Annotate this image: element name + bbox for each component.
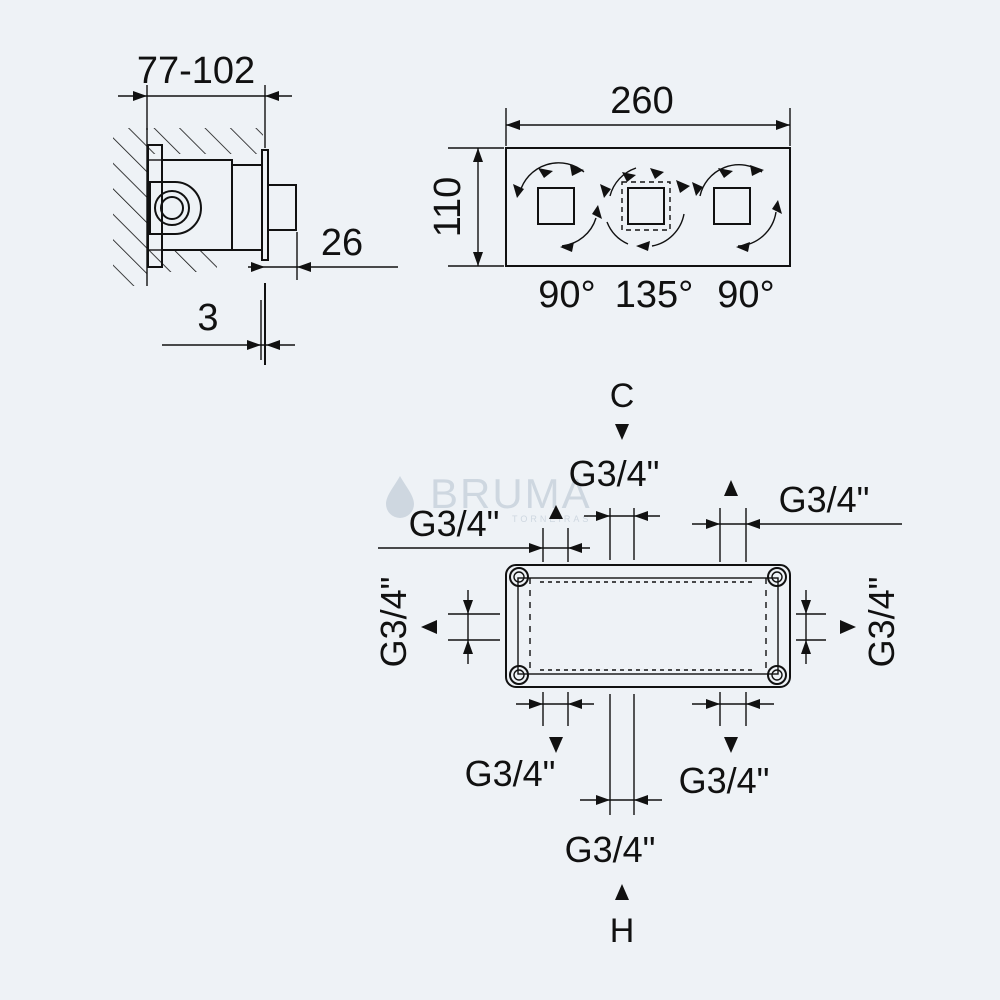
- right-control-icon: [692, 164, 782, 252]
- port-top-left-label: G3/4": [409, 503, 500, 544]
- port-top-center-label: G3/4": [569, 453, 660, 494]
- plate-thickness-dimension: 3: [162, 297, 295, 360]
- port-right-label: G3/4": [861, 577, 902, 668]
- depth-range-label: 77-102: [137, 50, 255, 92]
- wall-hatching-bottom: [147, 250, 217, 272]
- port-bottom-left-label: G3/4": [465, 753, 556, 794]
- angle-right-label: 90°: [717, 274, 774, 316]
- drop-logo-icon: [386, 476, 414, 518]
- front-view: 260 110: [427, 80, 791, 316]
- port-bottom-center: G3/4": [565, 694, 662, 870]
- port-bottom-center-label: G3/4": [565, 829, 656, 870]
- side-view: 77-102 26 3: [113, 50, 398, 365]
- width-label: 260: [610, 80, 673, 122]
- width-dimension: 260: [505, 80, 791, 146]
- valve-housing-outline: [505, 564, 791, 688]
- watermark-brand: BRUMA: [430, 470, 592, 517]
- inlet-fitting-icon: [149, 181, 202, 235]
- cold-inlet-label: C: [610, 377, 635, 415]
- port-top-right: G3/4": [692, 479, 902, 562]
- plate-offset-dimension: 26: [248, 222, 398, 280]
- connection-body: [505, 564, 791, 688]
- left-control-icon: [513, 162, 602, 252]
- port-left: G3/4": [373, 577, 500, 668]
- height-dimension: 110: [427, 147, 504, 267]
- port-left-label: G3/4": [373, 577, 414, 668]
- height-label: 110: [427, 177, 469, 238]
- port-bottom-left: G3/4": [465, 692, 594, 794]
- center-control-icon: [600, 167, 690, 251]
- plate-thickness-label: 3: [197, 297, 218, 339]
- port-top-right-label: G3/4": [779, 479, 870, 520]
- wall-hatching-top: [147, 128, 263, 154]
- angle-center-label: 135°: [615, 274, 694, 316]
- plate-offset-label: 26: [321, 222, 363, 264]
- port-bottom-right: G3/4": [679, 692, 774, 801]
- port-bottom-right-label: G3/4": [679, 760, 770, 801]
- angle-left-label: 90°: [538, 274, 595, 316]
- port-top-center: G3/4": [569, 453, 660, 560]
- cold-arrow-icon: [615, 424, 629, 440]
- port-right: G3/4": [796, 577, 902, 668]
- wall-hatching: [113, 128, 147, 286]
- hot-arrow-icon: [615, 884, 629, 900]
- hot-inlet-label: H: [610, 912, 635, 950]
- depth-dimension: 77-102: [118, 50, 292, 148]
- port-top-left: G3/4": [378, 503, 590, 562]
- valve-body: [147, 144, 297, 268]
- cover-plate: [505, 147, 791, 267]
